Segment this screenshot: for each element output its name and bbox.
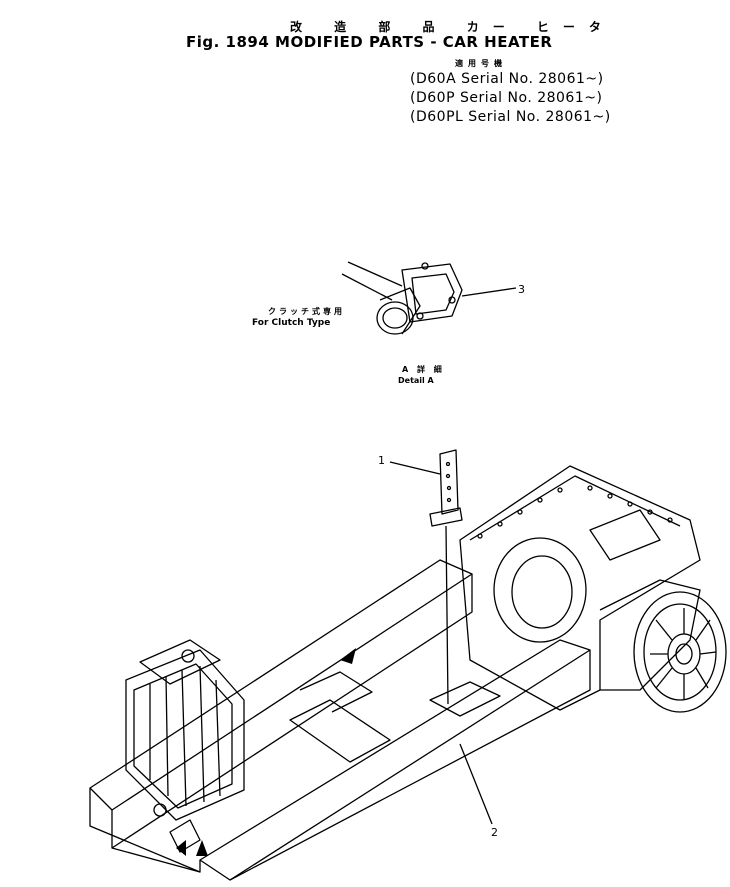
detail-a-pipe-fitting — [341, 261, 517, 335]
clutch-type-label: For Clutch Type — [252, 318, 331, 328]
figure-title: Fig. 1894 MODIFIED PARTS - CAR HEATER — [186, 33, 553, 51]
part-1-bracket — [389, 449, 463, 705]
title-japanese: 改 造 部 品 カー ヒータ — [290, 20, 615, 34]
serial-row-d60p: (D60P Serial No. 28061~) — [410, 90, 603, 106]
main-frame — [89, 465, 727, 881]
arrow-marker-front — [196, 840, 208, 856]
serial-d60p: D60P Serial No. 28061~ — [415, 90, 597, 106]
detail-a-japanese: A 詳 細 — [402, 365, 445, 374]
callout-2: 2 — [491, 826, 498, 839]
detail-a-label: Detail A — [398, 376, 434, 385]
arrow-marker-left — [176, 840, 186, 856]
clutch-type-japanese: クラッチ式専用 — [268, 307, 345, 316]
serial-d60pl: D60PL Serial No. 28061~ — [415, 109, 605, 125]
callout-1: 1 — [378, 454, 385, 467]
callout-3: 3 — [518, 283, 525, 296]
serial-d60a: D60A Serial No. 28061~ — [415, 71, 598, 87]
radiator-guard — [125, 639, 245, 853]
arrow-marker-mid — [340, 648, 356, 664]
applicable-models-japanese: 適用号機 — [455, 59, 507, 68]
serial-row-d60pl: (D60PL Serial No. 28061~) — [410, 109, 611, 125]
serial-row-d60a: (D60A Serial No. 28061~) — [410, 71, 604, 87]
